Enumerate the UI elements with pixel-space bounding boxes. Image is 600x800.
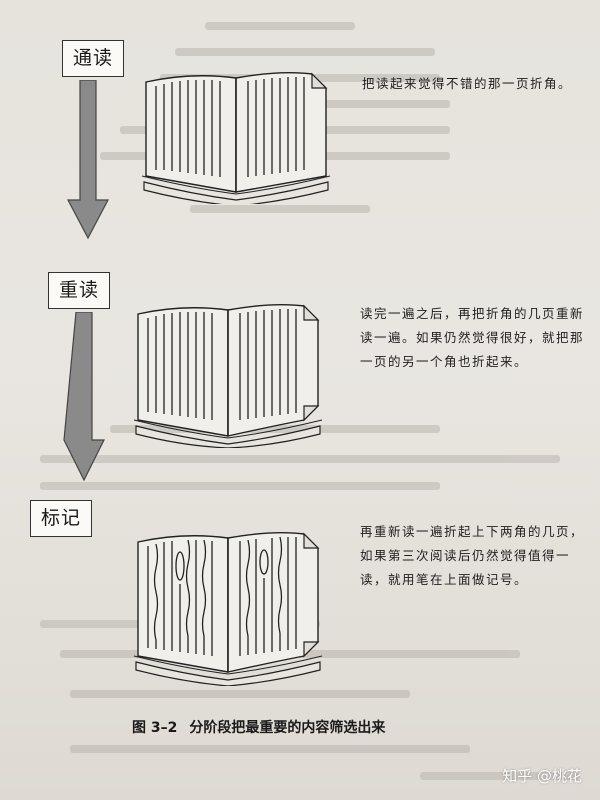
- figure-title: 分阶段把最重要的内容筛选出来: [189, 720, 386, 736]
- stage-description-skim: 把读起来觉得不错的那一页折角。: [362, 76, 573, 91]
- book-marked-illustration: [133, 531, 323, 686]
- stage-description-mark: 再重新读一遍折起上下两角的几页，如果第三次阅读后仍然觉得值得一读，就用笔在上面做…: [360, 524, 585, 587]
- figure-caption: 图 3–2 分阶段把最重要的内容筛选出来: [132, 717, 385, 737]
- watermark: 知乎 @桃花: [502, 767, 582, 785]
- book-one-dogear-illustration: [141, 71, 331, 204]
- down-arrow-icon: [63, 312, 105, 482]
- down-arrow-icon: [67, 80, 109, 240]
- stage-description-reread: 读完一遍之后，再把折角的几页重新读一遍。如果仍然觉得很好，就把那一页的另一个角也…: [360, 306, 585, 369]
- stage-label-skim: 通读: [62, 40, 125, 77]
- stage-label-mark: 标记: [30, 500, 93, 537]
- stage-label-reread: 重读: [48, 272, 111, 309]
- book-two-dogears-illustration: [133, 303, 323, 448]
- figure-number: 图 3–2: [132, 720, 178, 736]
